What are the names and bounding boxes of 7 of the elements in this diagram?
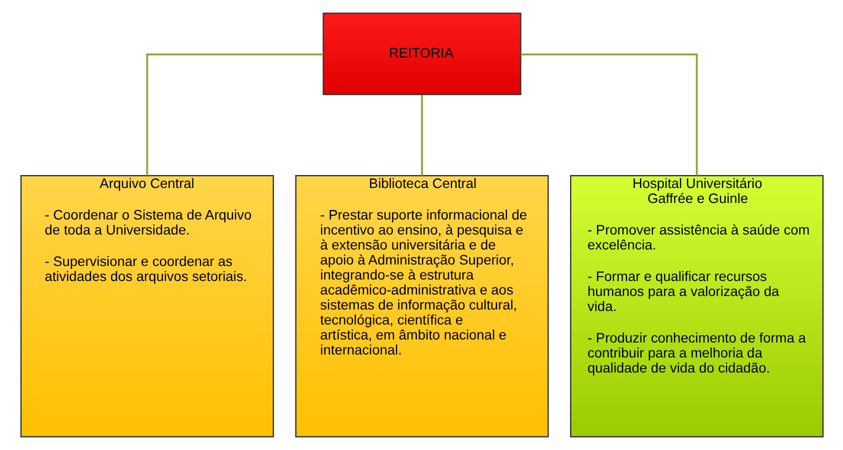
node-box: Biblioteca Central - Prestar suporte informacional de incentivo ao ensino, à pesquisa e à extensão universitária e de apoio à Administração Superior, integrando-se à estrutura acadêmico-administrativa e aos sistemas de informação cultural, tecnológica, científica e artística, em âmbito nacional e internacional. [294,175,548,438]
connector [146,54,323,176]
node-box: Arquivo Central - Coordenar o Sistema de Arquivo de toda a Universidade. - Supervisionar e coordenar as atividades dos arquivos setoriais. [20,175,274,438]
node-box: REITORIA [322,12,521,96]
connector [420,94,422,176]
connector [520,54,698,176]
node-box: Hospital Universitário Gaffrée e Guinle - Promover assistência à saúde com excelência. - Formar e qualificar recursos humanos para a valorização da vida. - Produzir conhecimento de forma a contribuir para a melhoria da qualidade de vida do cidadão. [570,175,824,438]
